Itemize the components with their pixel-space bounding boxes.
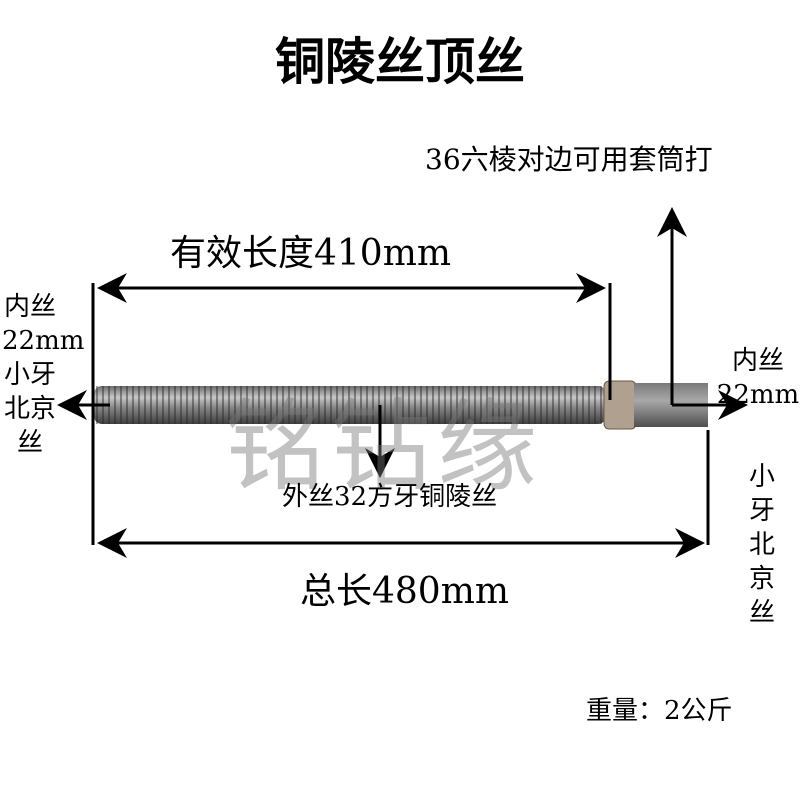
outer-thread-label: 外丝32方牙铜陵丝 — [282, 482, 498, 512]
label-line: 内丝 — [731, 346, 784, 376]
label-line: 丝 — [748, 598, 775, 628]
dimension-lines — [57, 207, 748, 558]
right-thread-type-label: 小牙 北京 丝 — [740, 460, 784, 630]
effective-length-label: 有效长度410mm — [170, 233, 451, 274]
weight-label: 重量：2公斤 — [586, 696, 733, 726]
hex-note: 36六棱对边可用套筒打 — [425, 143, 713, 176]
watermark: 铭钻缘 — [225, 388, 543, 505]
label-line: 22mm — [716, 380, 800, 410]
label-line: 小牙 — [3, 360, 56, 390]
page-title: 铜陵丝顶丝 — [275, 33, 525, 91]
label-line: 北京 — [748, 530, 775, 594]
label-line: 小牙 — [748, 462, 775, 526]
label-line: 丝 — [16, 428, 43, 458]
total-length-label: 总长480mm — [300, 571, 509, 612]
label-line: 北京 — [3, 394, 56, 424]
label-line: 22mm — [2, 326, 85, 356]
label-line: 内丝 — [3, 292, 56, 322]
threaded-rod — [94, 380, 708, 430]
left-thread-label: 内丝 22mm 小牙 北京 丝 — [2, 290, 85, 460]
right-thread-label: 内丝 22mm — [716, 344, 800, 412]
